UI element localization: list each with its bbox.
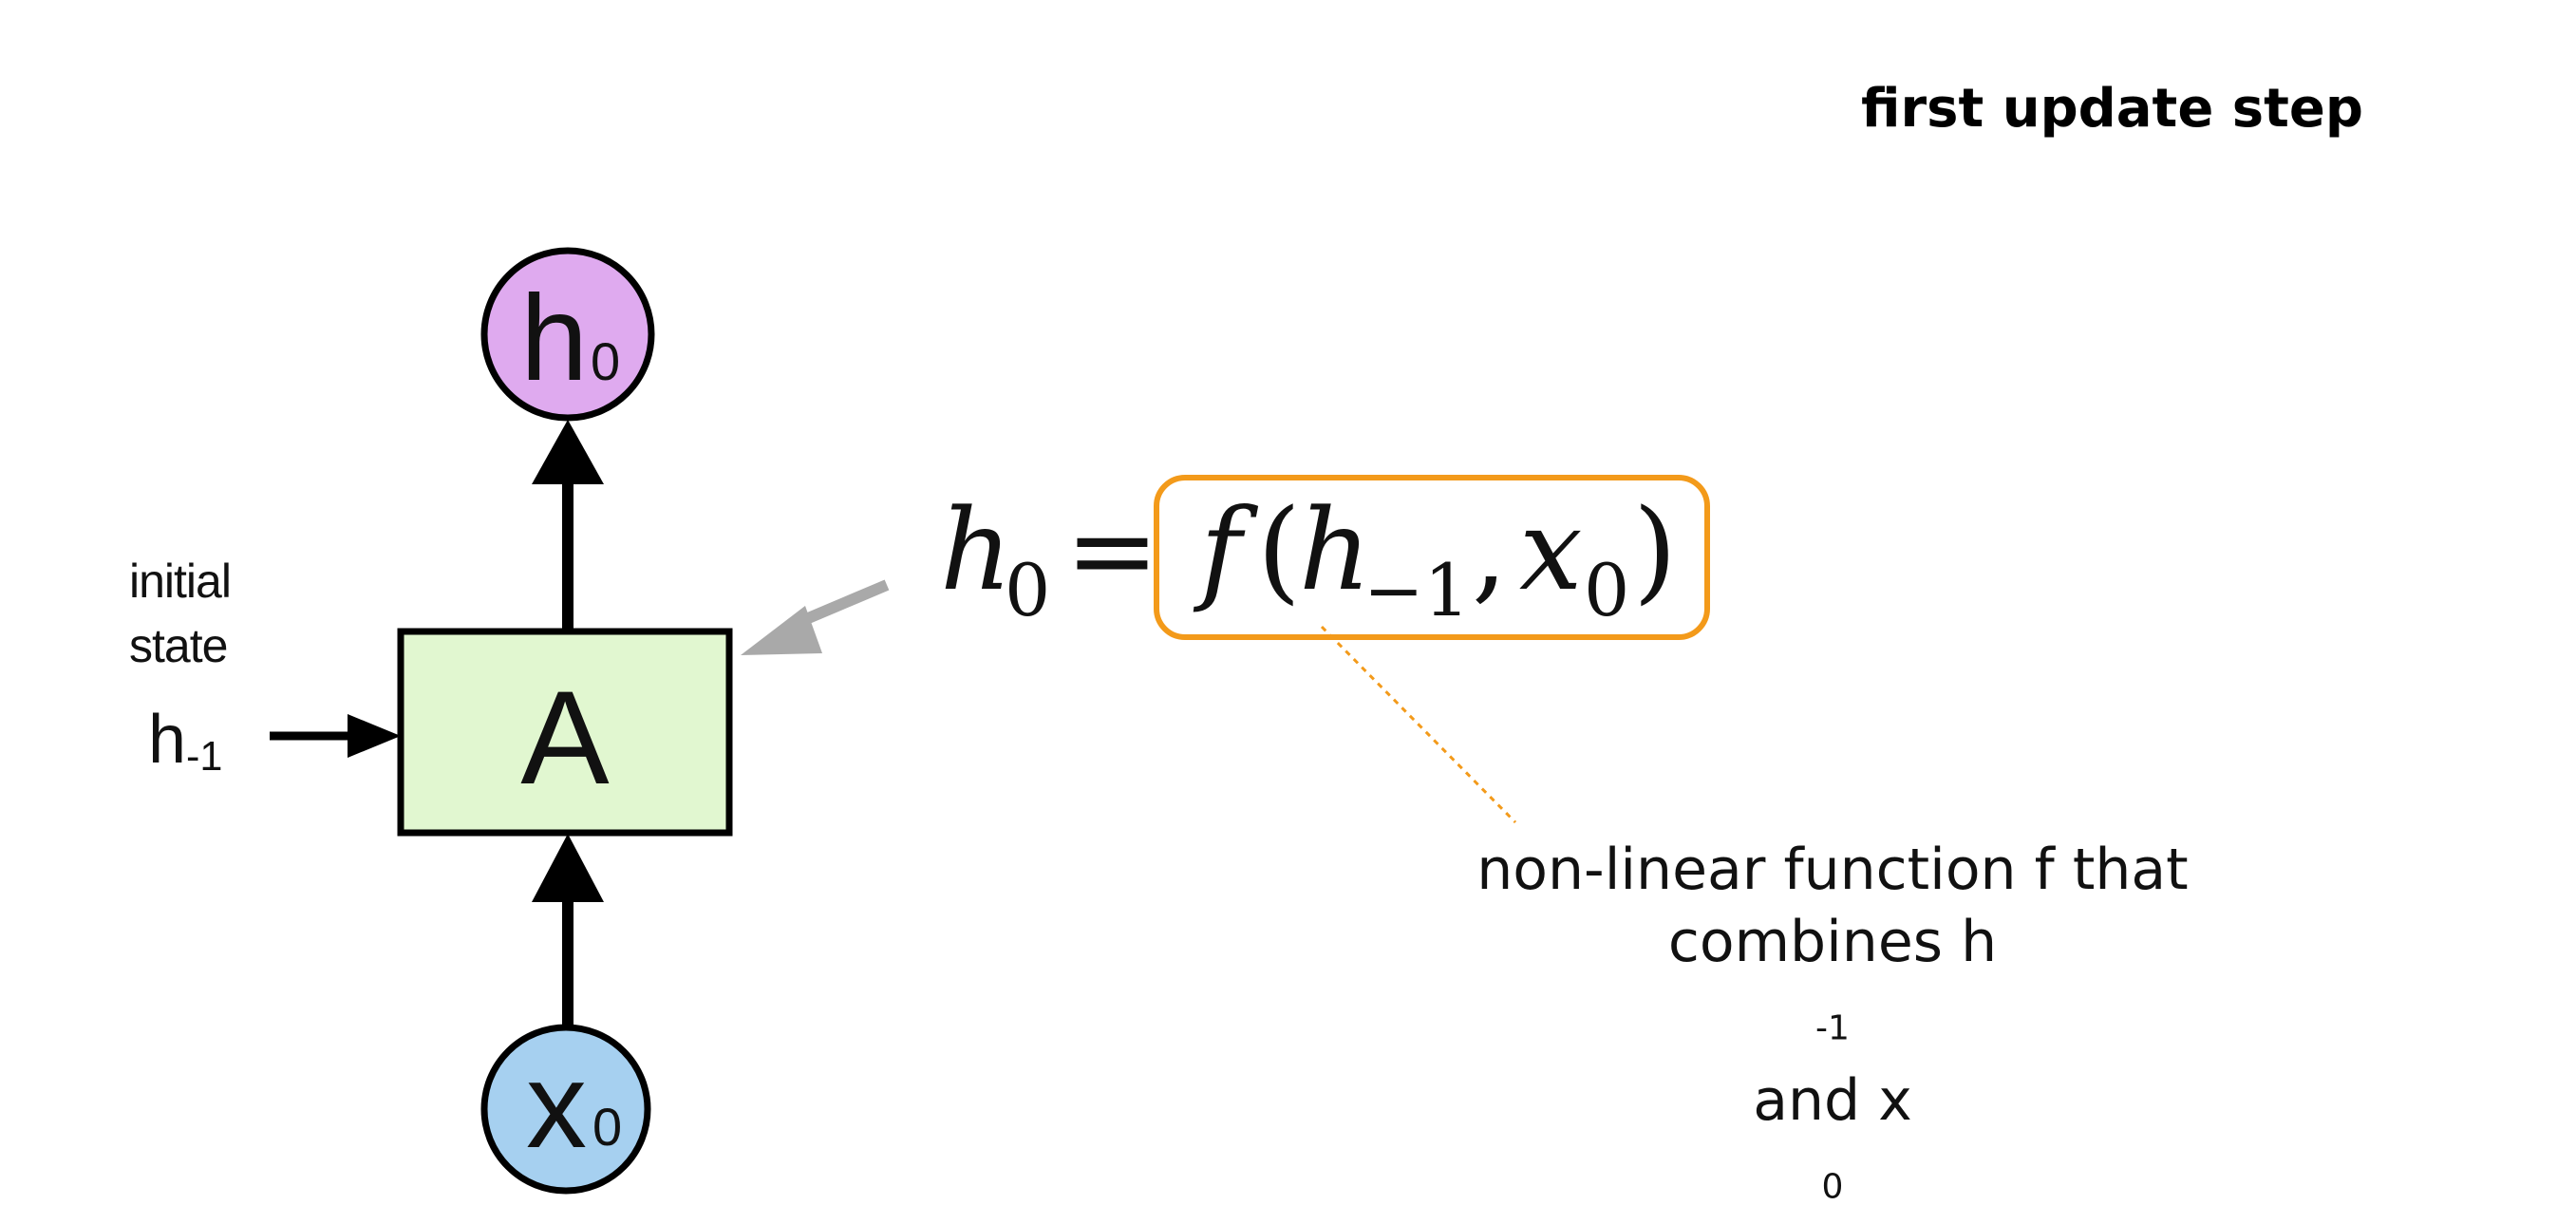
output-node-h0: h 0: [480, 247, 655, 422]
page-title: first update step: [1861, 78, 2363, 140]
annotation-note: non-linear function f that combines h -1 …: [1348, 834, 2317, 1224]
initial-state-label-line1: initial: [129, 555, 232, 608]
arrow-state-to-cell: [270, 714, 401, 758]
annotation-line2: combines h -1 and x 0: [1348, 906, 2317, 1224]
output-node-label: h: [520, 271, 588, 406]
equation-arg1-subscript: −1: [1363, 548, 1470, 632]
pointer-arrow: [741, 579, 890, 655]
equation: h 0 = f ( h −1 , x 0 ): [940, 484, 1677, 632]
equation-lhs-subscript: 0: [1005, 548, 1050, 632]
annotation-line2-prefix: combines h: [1667, 909, 1998, 975]
initial-state-label-line2: state: [129, 619, 228, 672]
input-node-label: x: [526, 1038, 587, 1174]
annotation-line1: non-linear function f that: [1476, 837, 2189, 903]
arrow-cell-to-output: [532, 420, 604, 631]
equation-open-paren: (: [1257, 484, 1301, 615]
input-node-subscript: 0: [592, 1097, 622, 1157]
cell-label: A: [520, 663, 610, 812]
annotation-line2-subscript1: -1: [1815, 1008, 1850, 1048]
rnn-cell-a: A: [397, 628, 733, 837]
annotation-line2-subscript2: 0: [1821, 1167, 1844, 1207]
equation-close-paren: ): [1633, 484, 1677, 615]
input-state-base: h: [148, 702, 187, 778]
annotation-connector: [1320, 625, 1517, 824]
annotation-line2-middle: and x: [1753, 1067, 1912, 1135]
equation-arg1: h: [1299, 484, 1371, 615]
equation-lhs: h: [940, 484, 1012, 615]
arrow-input-to-cell: [532, 834, 604, 1030]
input-state-subscript: -1: [186, 733, 223, 780]
equation-equals: =: [1065, 484, 1159, 615]
equation-arg2-subscript: 0: [1584, 548, 1629, 632]
equation-arg2: x: [1519, 484, 1583, 615]
initial-state-label: initial state: [129, 549, 232, 678]
equation-function: f: [1193, 484, 1259, 615]
equation-comma: ,: [1472, 484, 1508, 615]
input-state-label: h-1: [148, 701, 222, 781]
highlight-box: [1154, 475, 1710, 640]
output-node-subscript: 0: [591, 331, 620, 391]
input-node-x0: x 0: [480, 1024, 651, 1195]
